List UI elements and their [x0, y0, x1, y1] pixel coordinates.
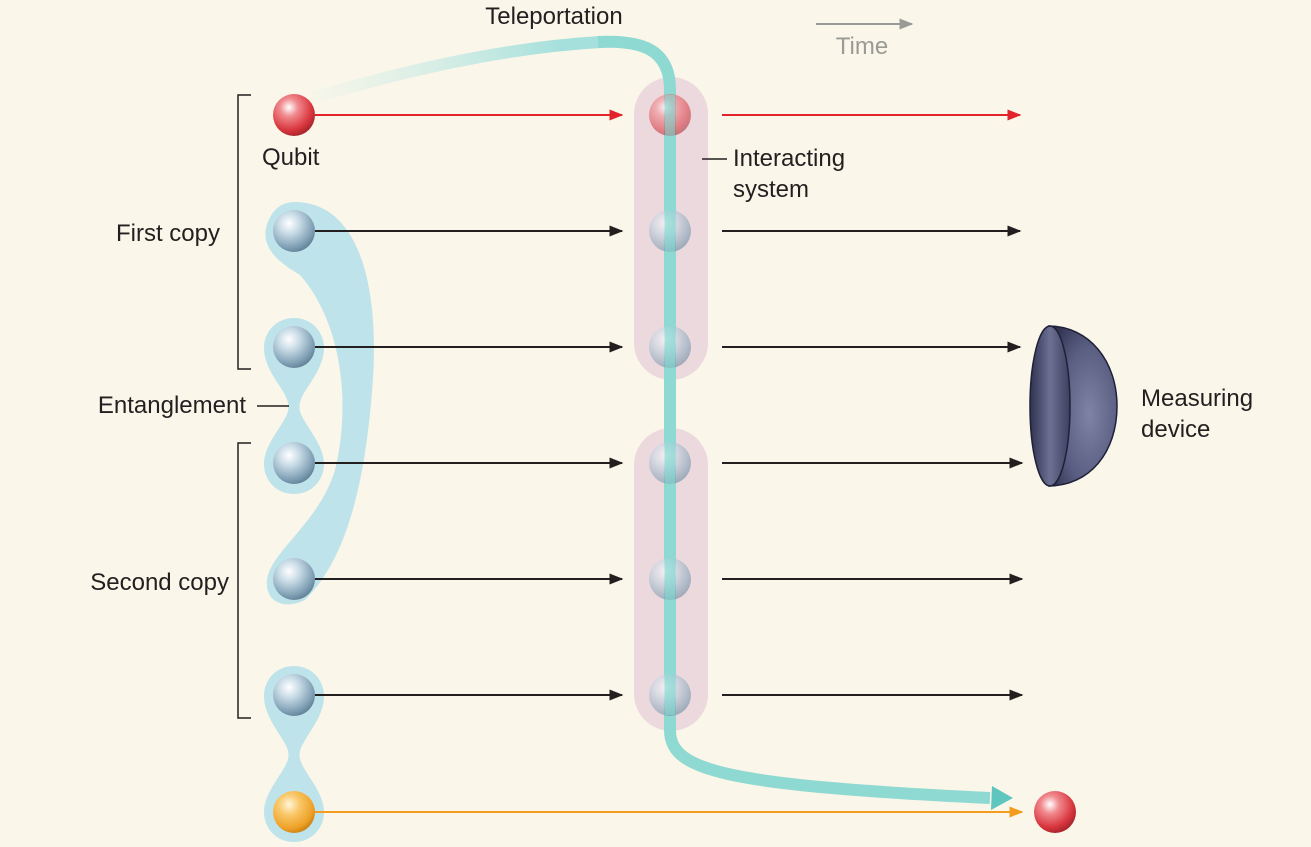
- qubit-blue-sphere-icon: [273, 442, 315, 484]
- qubit-red-sphere-icon: [273, 94, 315, 136]
- measuring-device-label-line2: device: [1141, 416, 1210, 443]
- qubit-label: Qubit: [262, 144, 320, 171]
- qubit-blue-sphere-icon: [273, 210, 315, 252]
- teleportation-path-start: [306, 36, 606, 104]
- qubit-blue-sphere-icon: [273, 558, 315, 600]
- qubit-orange-sphere-icon: [273, 791, 315, 833]
- qubit-blue-sphere-icon: [273, 326, 315, 368]
- teleportation-path: [597, 35, 991, 804]
- teleported-qubit-red-sphere-icon: [1034, 791, 1076, 833]
- teleportation-label: Teleportation: [485, 3, 622, 30]
- interacting-system-label-line1: Interacting: [733, 145, 845, 172]
- teleportation-arrowhead: [991, 786, 1013, 810]
- first-copy-label: First copy: [116, 220, 220, 247]
- entanglement-label: Entanglement: [98, 392, 246, 419]
- time-label: Time: [836, 33, 888, 60]
- first-copy-bracket: [237, 94, 251, 370]
- second-copy-bracket: [237, 442, 251, 719]
- measuring-device-label-line1: Measuring: [1141, 385, 1253, 412]
- qubit-blue-sphere-icon: [273, 674, 315, 716]
- entanglement-pair-1: [265, 202, 374, 605]
- interacting-system-label-line2: system: [733, 176, 809, 203]
- measuring-device-hemisphere-icon: [1029, 325, 1118, 487]
- second-copy-label: Second copy: [90, 569, 229, 596]
